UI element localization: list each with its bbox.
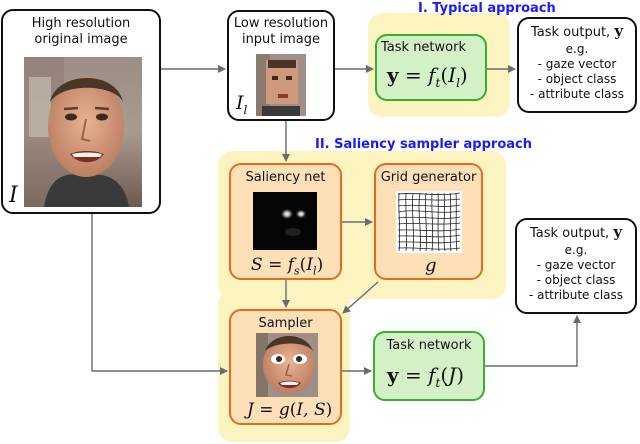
arrow-tasknet-bottom-to-output <box>485 315 581 367</box>
low-res-title-line2: input image <box>241 32 321 47</box>
arrow-hires-to-sampler <box>91 214 228 375</box>
task-output-bottom: Task output, y e.g. - gaze vector - obje… <box>515 218 637 314</box>
saliency-net-label: Saliency net <box>245 170 326 185</box>
task-output-bottom-item-1: - gaze vector <box>536 258 616 272</box>
task-output-top-title: Task output, y <box>530 22 624 41</box>
grid-generator-label: Grid generator <box>380 170 477 185</box>
grid-generator-symbol: g <box>425 255 437 276</box>
high-res-symbol: I <box>9 183 18 208</box>
low-res-image-box: Low resolution input image Il <box>227 10 335 121</box>
task-output-top-item-2: - object class <box>537 72 617 86</box>
saliency-approach-header: II. Saliency sampler approach <box>315 137 532 152</box>
arrow-grid-to-sampler <box>342 281 379 314</box>
high-res-title-line1: High resolution <box>31 16 131 31</box>
task-network-top-label: Task network <box>381 40 466 55</box>
low-res-face-image <box>256 54 306 116</box>
high-res-title-line2: original image <box>34 32 128 47</box>
task-output-bottom-item-2: - object class <box>536 273 616 287</box>
task-output-bottom-item-3: - attribute class <box>528 288 624 302</box>
task-output-top-item-3: - attribute class <box>529 87 625 101</box>
task-network-top: Task network y = ft(Il) <box>375 34 487 101</box>
task-output-top-item-1: - gaze vector <box>537 57 617 71</box>
task-output-top-eg: e.g. <box>565 42 589 56</box>
task-output-bottom-eg: e.g. <box>564 243 588 257</box>
task-output-top: Task output, y e.g. - gaze vector - obje… <box>517 17 637 113</box>
sampler-formula: J = g(I, S) <box>247 400 333 420</box>
task-output-bottom-title: Task output, y <box>529 223 623 242</box>
saliency-net-box: Saliency net S = fs(Il) <box>229 163 342 280</box>
saliency-map-image <box>253 192 317 250</box>
task-network-bottom: Task network y = ft(J) <box>373 331 485 401</box>
low-res-symbol: Il <box>236 92 248 117</box>
saliency-net-formula: S = fs(Il) <box>251 255 324 278</box>
high-res-face-image <box>24 57 142 207</box>
typical-approach-header: I. Typical approach <box>418 1 556 16</box>
sampler-box: Sampler J = g(I, S) <box>229 309 342 425</box>
sampled-face-image <box>256 333 318 397</box>
high-res-image-box: High resolution original image I <box>1 9 161 214</box>
sampling-grid-image <box>396 191 462 253</box>
low-res-title-line1: Low resolution <box>233 16 329 31</box>
task-network-bottom-label: Task network <box>386 338 472 353</box>
task-network-bottom-formula: y = ft(J) <box>387 363 464 390</box>
task-network-top-formula: y = ft(Il) <box>387 63 468 90</box>
sampler-label: Sampler <box>258 316 313 331</box>
grid-generator-box: Grid generator g <box>374 163 483 280</box>
